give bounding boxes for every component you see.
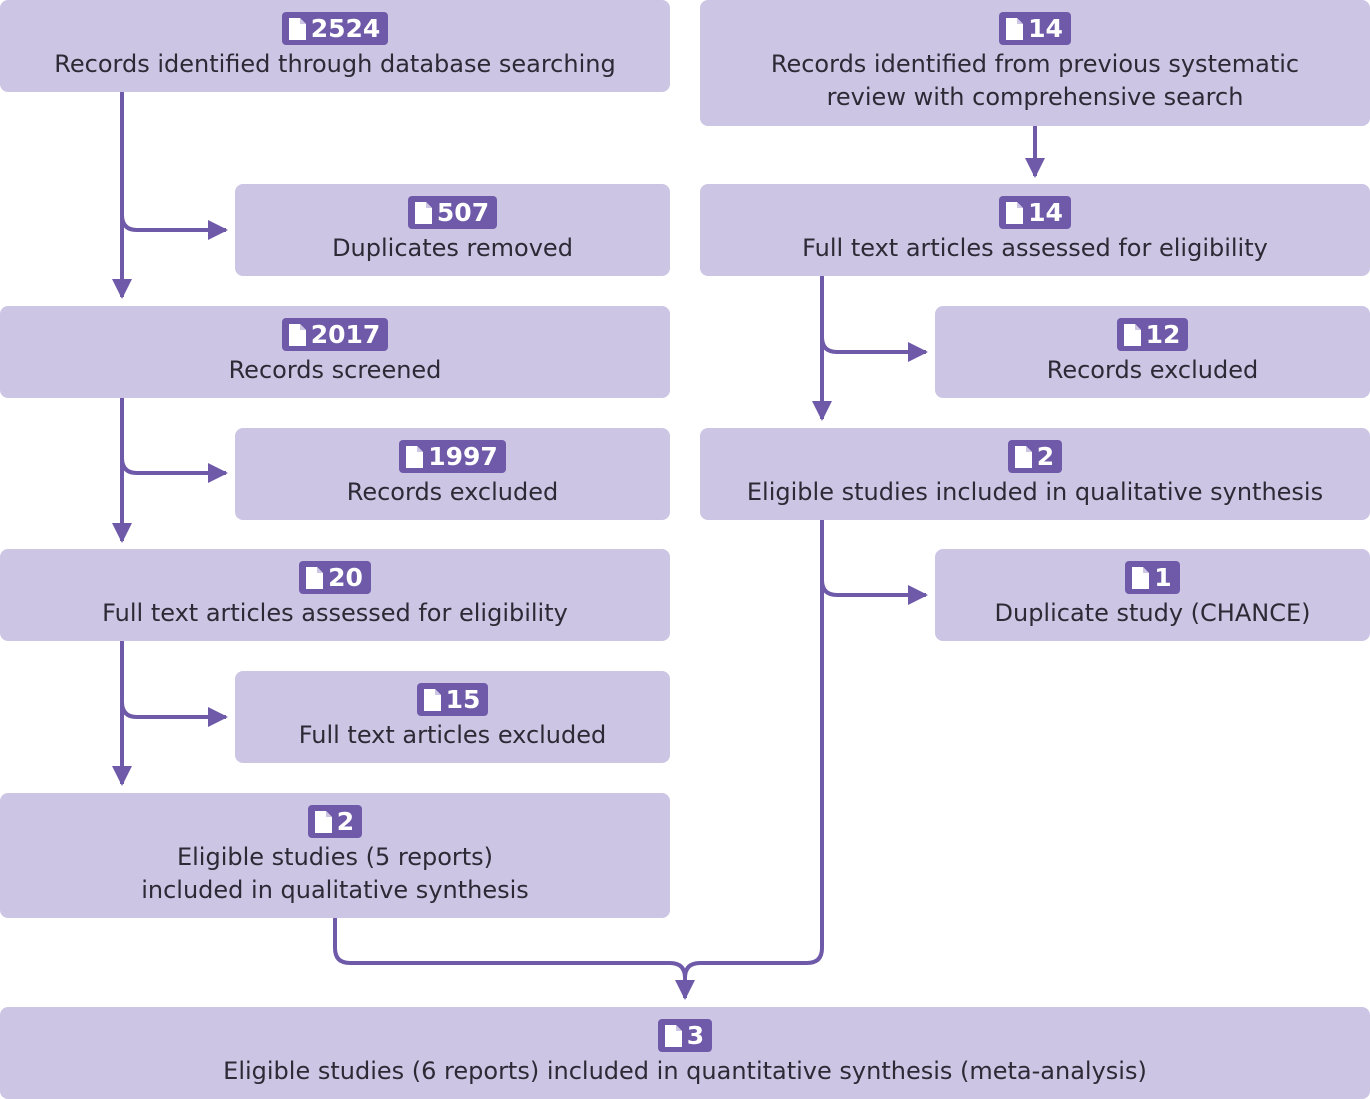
count-value: 20 [328,563,363,592]
arrow-to-duplicates [120,214,228,240]
duplicates-box: 507 Duplicates removed [235,184,670,276]
db-search-box: 2524 Records identified through database… [0,0,670,92]
arrow-to-duplicate-study [820,579,928,605]
box-label: Duplicates removed [332,234,573,262]
count-value: 14 [1028,14,1063,43]
screened-box: 2017 Records screened [0,306,670,398]
count-badge: 15 [416,683,489,716]
eligible-box: 2 Eligible studies (5 reports) included … [0,793,670,918]
excluded-box: 1997 Records excluded [235,428,670,520]
arrow-to-excluded [120,457,228,483]
count-value: 3 [686,1021,705,1050]
document-icon [306,566,324,589]
count-value: 1997 [428,442,498,471]
box-label-line1: Eligible studies (5 reports) [176,843,494,871]
box-label: Eligible studies (6 reports) included in… [223,1057,1147,1085]
document-icon [314,810,332,833]
connector-right-to-final [683,520,824,979]
document-icon [406,445,424,468]
count-value: 12 [1145,320,1181,349]
box-label: Records screened [228,356,442,384]
box-label: Full text articles excluded [298,721,607,749]
document-icon [1014,445,1032,468]
count-badge: 14 [999,196,1071,229]
document-icon [1006,17,1024,40]
box-label: Full text articles assessed for eligibil… [102,599,568,627]
document-icon [423,688,441,711]
count-value: 2524 [310,14,381,43]
count-badge: 2017 [281,318,389,351]
count-badge: 2 [307,805,363,838]
prev-eligible-box: 2 Eligible studies included in qualitati… [700,428,1370,520]
count-badge: 1 [1125,561,1180,594]
duplicate-study-box: 1 Duplicate study (CHANCE) [935,549,1370,641]
count-badge: 2 [1007,440,1063,473]
prev-review-box: 14 Records identified from previous syst… [700,0,1370,126]
box-label: Records excluded [346,478,559,506]
count-badge: 2524 [281,12,389,45]
count-badge: 507 [407,196,498,229]
document-icon [664,1024,682,1047]
count-badge: 12 [1116,318,1189,351]
box-label: Eligible studies included in qualitative… [746,478,1324,506]
count-value: 1 [1154,563,1172,592]
box-label: Records identified through database sear… [54,50,616,78]
document-icon [288,323,306,346]
arrow-to-prev-excluded [820,336,928,362]
fulltext-excluded-box: 15 Full text articles excluded [235,671,670,763]
document-icon [1123,323,1141,346]
prev-excluded-box: 12 Records excluded [935,306,1370,398]
document-icon [414,201,432,224]
count-badge: 20 [299,561,371,594]
count-value: 14 [1028,198,1063,227]
count-badge: 3 [657,1019,713,1052]
count-value: 2017 [310,320,381,349]
box-label-line2: included in qualitative synthesis [141,876,529,904]
count-value: 507 [436,198,490,227]
box-label: Records excluded [1046,356,1259,384]
count-value: 15 [445,685,481,714]
fulltext-box: 20 Full text articles assessed for eligi… [0,549,670,641]
document-icon [1132,566,1150,589]
connector-left-to-final [333,918,687,979]
prev-fulltext-box: 14 Full text articles assessed for eligi… [700,184,1370,276]
final-box: 3 Eligible studies (6 reports) included … [0,1007,1370,1099]
box-label: Full text articles assessed for eligibil… [802,234,1268,262]
document-icon [1006,201,1024,224]
box-label: Duplicate study (CHANCE) [994,599,1311,627]
count-badge: 1997 [399,440,506,473]
document-icon [288,17,306,40]
count-value: 2 [1036,442,1055,471]
count-value: 2 [336,807,355,836]
arrow-to-fulltext-excluded [120,701,228,727]
box-label: Records identified from previous systema… [770,50,1300,111]
count-badge: 14 [999,12,1071,45]
